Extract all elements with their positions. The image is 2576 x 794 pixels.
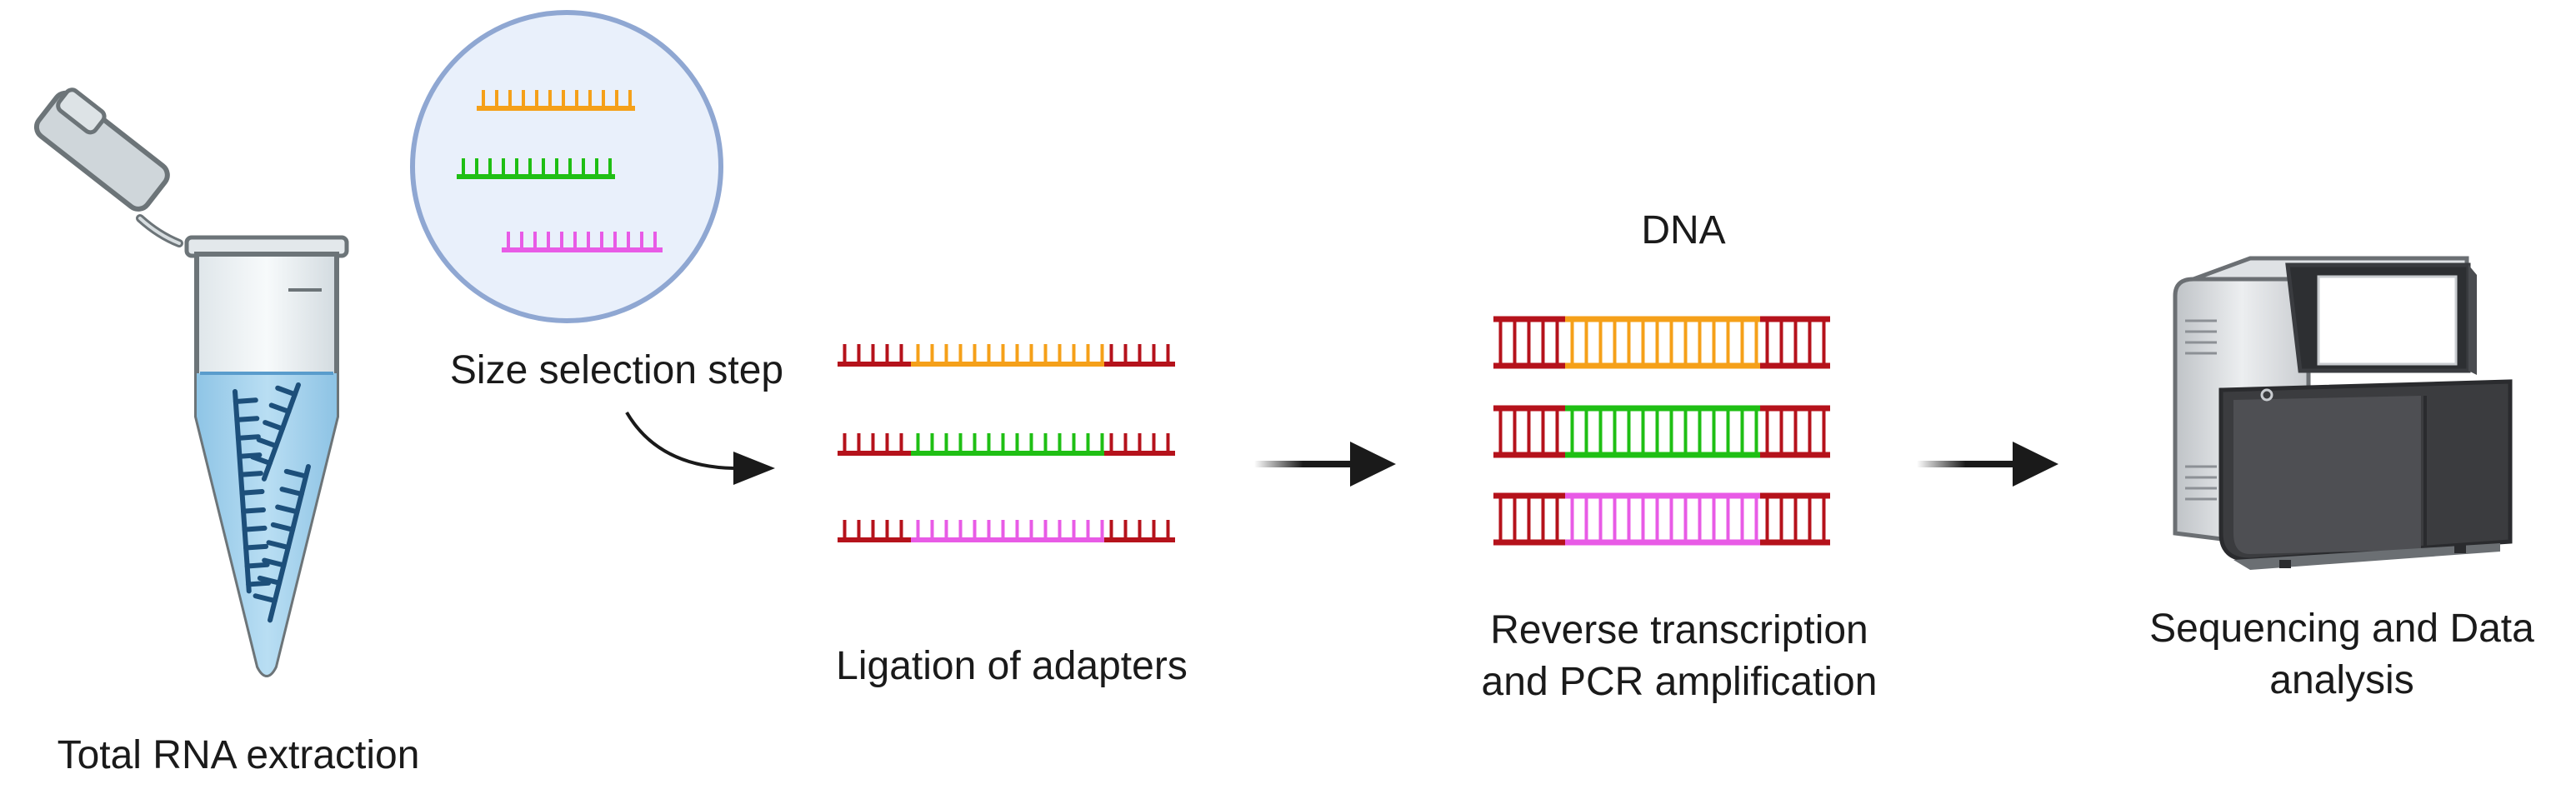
insert-orange xyxy=(911,344,1104,367)
ligated-fragment-orange xyxy=(838,344,1175,367)
label-rt-pcr-line1: Reverse transcription xyxy=(1490,608,1868,652)
label-dna: DNA xyxy=(1641,208,1725,252)
fragment-magenta xyxy=(502,232,663,252)
insert-magenta xyxy=(911,520,1104,542)
dna-duplexes-group xyxy=(1493,316,1830,546)
dna-duplex-orange xyxy=(1493,316,1830,369)
dna-duplex-magenta xyxy=(1493,492,1830,546)
adapter-left xyxy=(838,520,911,542)
tube-lid xyxy=(33,87,183,247)
insert-green xyxy=(911,433,1104,456)
fragment-orange xyxy=(477,90,635,111)
duplex-adapter-right xyxy=(1760,492,1830,546)
ligated-fragment-magenta xyxy=(838,520,1175,542)
arrow-right-icon xyxy=(1917,442,2058,487)
ligated-fragment-green xyxy=(838,433,1175,456)
adapter-right xyxy=(1104,520,1175,542)
adapter-right xyxy=(1104,344,1175,367)
microcentrifuge-tube-icon xyxy=(33,87,349,677)
duplex-insert-green xyxy=(1565,405,1760,458)
duplex-insert-orange xyxy=(1565,316,1760,369)
label-sequencing-line2: analysis xyxy=(2269,658,2413,702)
magnified-rna-fragments-icon xyxy=(410,10,723,323)
label-rt-pcr-line2: and PCR amplification xyxy=(1482,660,1878,704)
curved-arrow-icon xyxy=(625,411,775,485)
sequencing-machine-icon xyxy=(2173,256,2513,570)
label-sequencing-line1: Sequencing and Data xyxy=(2149,607,2534,651)
ligated-fragments-group xyxy=(838,344,1175,542)
label-ligation-of-adapters: Ligation of adapters xyxy=(836,644,1188,688)
duplex-adapter-left xyxy=(1493,316,1565,369)
duplex-adapter-right xyxy=(1760,405,1830,458)
duplex-adapter-left xyxy=(1493,405,1565,458)
arrow-right-icon xyxy=(1254,442,1396,487)
duplex-adapter-left xyxy=(1493,492,1565,546)
label-size-selection-step: Size selection step xyxy=(450,348,783,392)
duplex-insert-magenta xyxy=(1565,492,1760,546)
adapter-left xyxy=(838,433,911,456)
rna-strands-icon xyxy=(233,382,311,623)
duplex-adapter-right xyxy=(1760,316,1830,369)
adapter-left xyxy=(838,344,911,367)
sequencer-screen xyxy=(2285,262,2477,375)
dna-duplex-green xyxy=(1493,405,1830,458)
label-total-rna-extraction: Total RNA extraction xyxy=(58,733,420,777)
adapter-right xyxy=(1104,433,1175,456)
fragment-green xyxy=(457,158,615,179)
